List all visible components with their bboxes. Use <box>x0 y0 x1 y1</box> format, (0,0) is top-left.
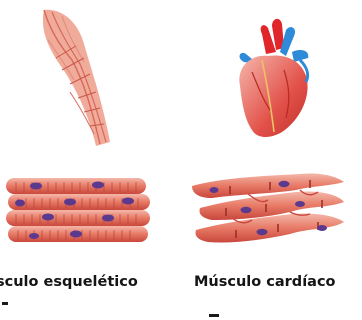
heart-organ-icon <box>239 19 308 137</box>
cardiac-muscle-caption: Músculo cardíaco <box>194 272 336 292</box>
skeletal-muscle-caption: sculo esquelético <box>0 272 138 292</box>
stray-mark <box>2 302 8 305</box>
stray-mark <box>209 314 219 317</box>
cardiac-muscle-fibers-icon <box>192 173 344 242</box>
skeletal-muscle-fibers-icon <box>6 178 150 242</box>
skeletal-muscle-bundle-icon <box>43 10 110 146</box>
